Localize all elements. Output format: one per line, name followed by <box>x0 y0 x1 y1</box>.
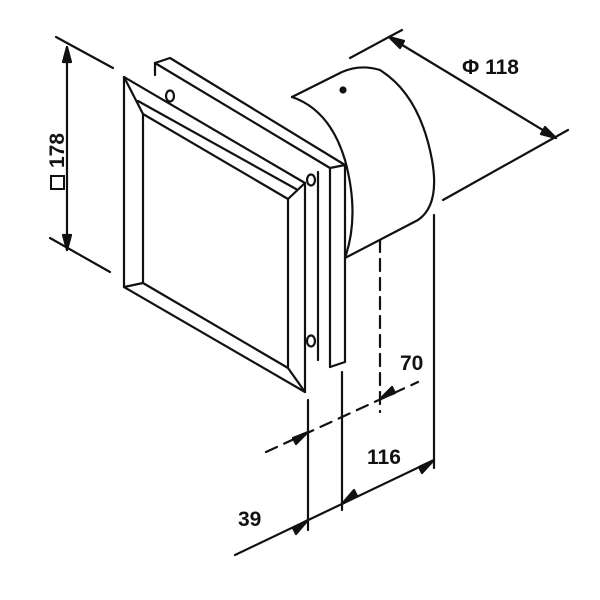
dim-label-178: 178 <box>46 133 70 190</box>
dim-118 <box>348 28 570 202</box>
dim-bottom <box>233 458 436 557</box>
back-plate <box>153 56 347 369</box>
front-grille <box>122 75 307 394</box>
extension-lines <box>264 213 436 532</box>
dim-label-39: 39 <box>238 508 262 531</box>
screw-dot <box>339 86 347 94</box>
dim-label-116: 116 <box>367 446 401 469</box>
dim-178 <box>48 35 115 274</box>
square-symbol-icon <box>50 175 65 190</box>
dim-label-118: Φ 118 <box>462 56 519 79</box>
duct-cylinder <box>290 66 436 260</box>
dim-label-70: 70 <box>400 352 424 375</box>
